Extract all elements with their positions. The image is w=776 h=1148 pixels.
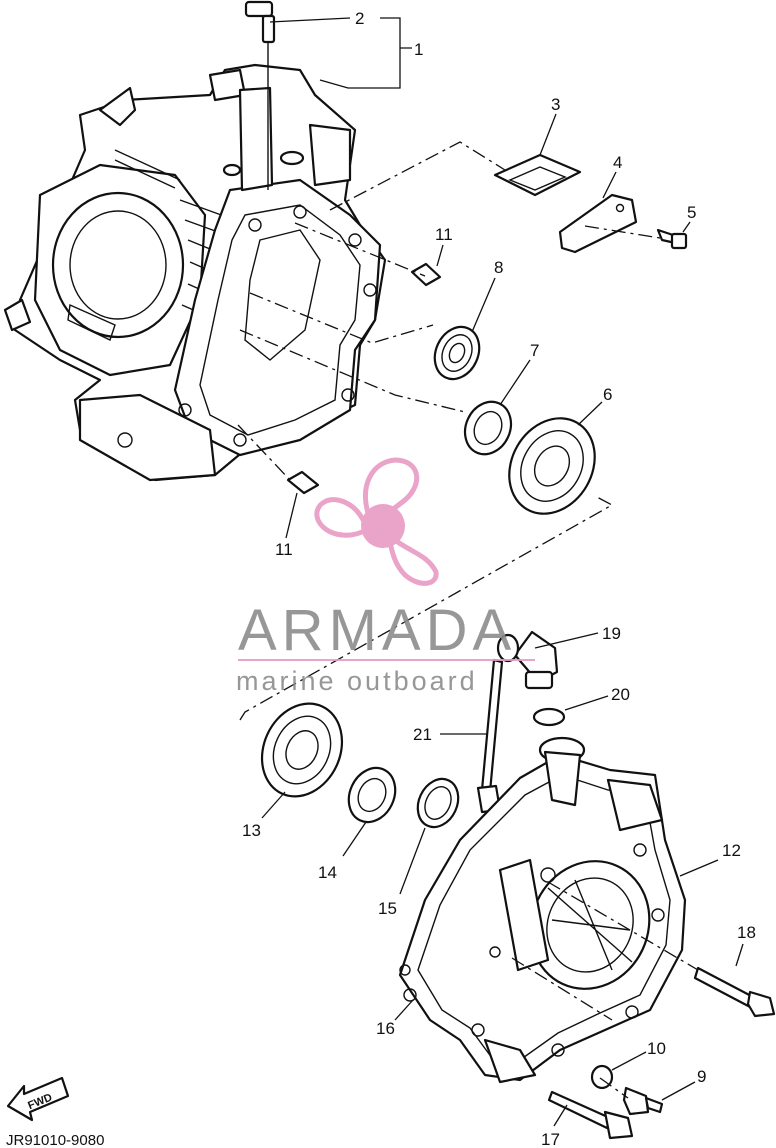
assembly-lines [237, 141, 699, 1099]
bolt-part-18 [693, 966, 776, 1018]
callout-13: 13 [242, 821, 261, 840]
union-bolt-part-2 [244, 0, 276, 190]
callout-9: 9 [697, 1067, 706, 1086]
callout-10: 10 [647, 1039, 666, 1058]
bearing-part-6 [508, 417, 596, 515]
bearing-part-15 [416, 777, 460, 829]
callout-18: 18 [737, 923, 756, 942]
bolt-part-17 [547, 1090, 634, 1140]
callout-4: 4 [613, 153, 622, 172]
bolt-part-9 [622, 1086, 664, 1116]
callout-12: 12 [722, 841, 741, 860]
callout-8: 8 [494, 258, 503, 277]
callout-11-lower: 11 [275, 540, 293, 559]
callout-5: 5 [687, 203, 696, 222]
callout-1: 1 [414, 40, 423, 59]
o-ring-part-20 [532, 707, 566, 727]
dowel-pin-part-11-lower [286, 470, 320, 495]
armada-logo-watermark: ARMADA marine outboard [236, 457, 535, 696]
watermark-tagline: marine outboard [236, 666, 478, 696]
callout-3: 3 [551, 95, 560, 114]
crankcase-cover-part-12 [398, 736, 687, 1084]
callout-2: 2 [355, 9, 364, 28]
callout-17: 17 [541, 1130, 560, 1148]
callout-labels: 1 2 3 4 5 6 7 8 9 10 11 11 12 13 14 15 1… [242, 9, 756, 1148]
plate-part-4 [558, 193, 638, 254]
fwd-arrow-icon: FWD [6, 1076, 70, 1122]
oil-seal-part-14 [347, 766, 397, 824]
gasket-part-3 [493, 153, 582, 197]
oil-seal-part-7 [463, 400, 513, 456]
callout-19: 19 [602, 624, 621, 643]
diagram-code: JR91010-9080 [6, 1132, 104, 1148]
watermark-brand: ARMADA [238, 598, 516, 663]
filler-plug-part-19 [513, 630, 559, 690]
bearing-part-13 [260, 702, 344, 798]
callout-6: 6 [603, 385, 612, 404]
crankcase-assembly [3, 63, 387, 482]
dipstick-part-21 [476, 633, 520, 814]
bearing-part-8 [433, 325, 481, 381]
callout-11-upper: 11 [435, 225, 453, 244]
propeller-hub-icon [361, 504, 405, 548]
dowel-pin-part-11-upper [410, 262, 442, 287]
screw-part-5 [656, 228, 688, 250]
callout-21: 21 [413, 725, 432, 744]
callout-20: 20 [611, 685, 630, 704]
callout-leaders [261, 17, 744, 1127]
callout-7: 7 [530, 341, 539, 360]
callout-16: 16 [376, 1019, 395, 1038]
callout-15: 15 [378, 899, 397, 918]
callout-14: 14 [318, 863, 337, 882]
